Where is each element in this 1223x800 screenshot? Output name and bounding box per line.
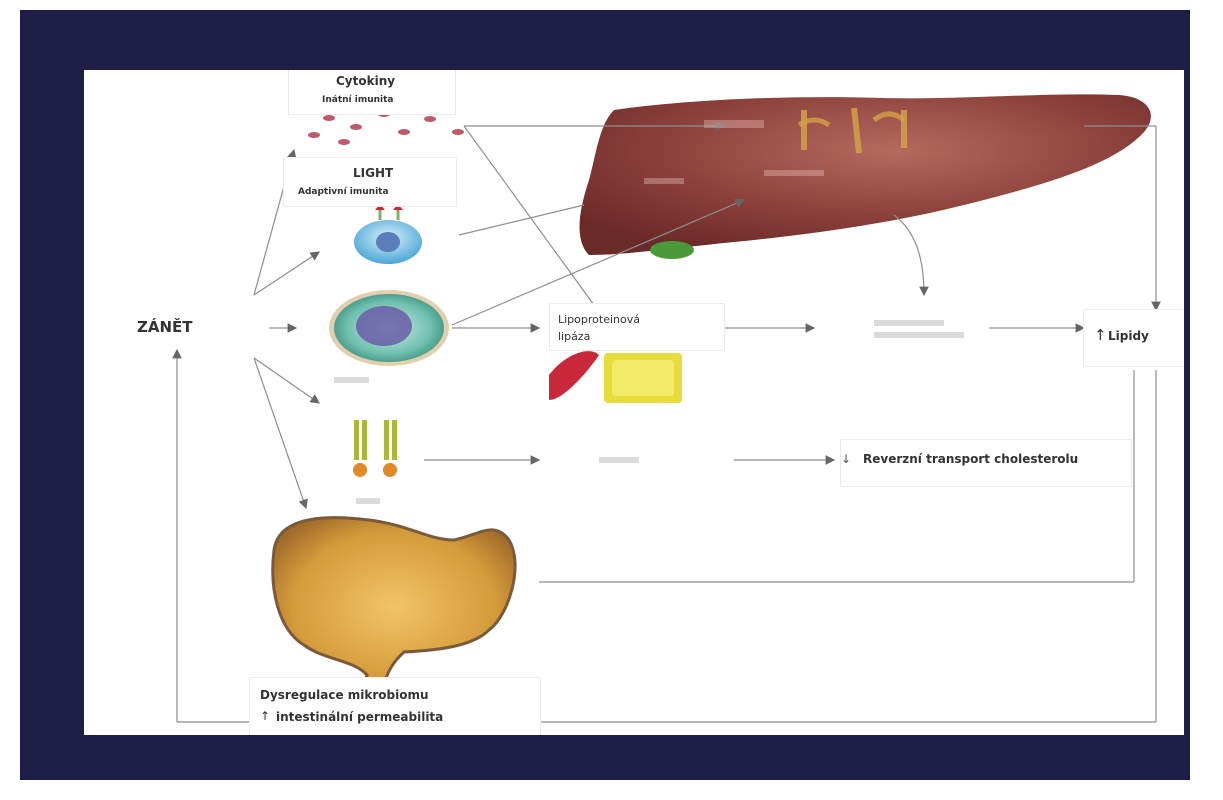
vldl-faint-label <box>874 332 964 338</box>
tlr-faint-label <box>356 498 380 504</box>
liver-faint-label <box>704 120 764 128</box>
diagram-canvas <box>172 94 1161 723</box>
colon-icon <box>271 516 517 698</box>
abca1-faint-label <box>599 457 639 463</box>
small-up-arrow-icon: ↑ <box>260 709 271 723</box>
lipase-label-box: Lipoproteinová lipáza <box>550 304 724 350</box>
vldl-faint-label <box>874 320 944 326</box>
cytokine-dots-icon <box>308 111 464 145</box>
diagram-connectors <box>172 121 1161 723</box>
diagram-panel: ZÁNĚT Cytokiny Inátní imunita LIGHT Adap… <box>84 70 1184 735</box>
pancreas-icon <box>549 351 599 400</box>
tlr-receptors-icon <box>353 420 397 477</box>
reverzni-label-box: ↓ Reverzní transport cholesterolu <box>841 440 1131 486</box>
dysregulace-label-box: Dysregulace mikrobiomu ↑ intestinální pe… <box>250 678 540 735</box>
treg-faint-label <box>334 377 369 383</box>
gallbladder-icon <box>650 241 694 259</box>
lipidy-label: Lipidy <box>1108 329 1149 343</box>
light-label-box: LIGHT Adaptivní imunita <box>284 158 456 206</box>
adipose-tissue-icon <box>604 353 682 403</box>
light-label: LIGHT <box>353 166 394 180</box>
dysregulace-label: Dysregulace mikrobiomu <box>260 688 429 702</box>
lipoproteinova-label: Lipoproteinová <box>558 313 640 326</box>
liver-faint-label <box>764 170 824 176</box>
up-arrow-icon: ↑ <box>1094 326 1107 344</box>
light-receptor-cell-icon <box>354 204 422 264</box>
reverzni-transport-label: Reverzní transport cholesterolu <box>863 452 1079 466</box>
lipidy-label-box: ↑ Lipidy <box>1084 310 1184 366</box>
liver-icon <box>579 94 1151 255</box>
liver-faint-label <box>644 178 684 184</box>
cytokiny-label-box: Cytokiny Inátní imunita <box>289 70 455 114</box>
lipaza-label: lipáza <box>558 330 591 343</box>
t-cell-icon <box>329 290 449 366</box>
adaptivni-imunita-label: Adaptivní imunita <box>298 187 389 197</box>
inatni-imunita-label: Inátní imunita <box>322 95 394 105</box>
dark-frame: ZÁNĚT Cytokiny Inátní imunita LIGHT Adap… <box>20 10 1190 780</box>
zanet-label: ZÁNĚT <box>137 318 193 336</box>
cytokiny-label: Cytokiny <box>336 74 396 88</box>
down-arrow-icon: ↓ <box>841 452 852 466</box>
zanet-label-box: ZÁNĚT <box>84 308 256 346</box>
permeabilita-label: intestinální permeabilita <box>276 710 444 724</box>
